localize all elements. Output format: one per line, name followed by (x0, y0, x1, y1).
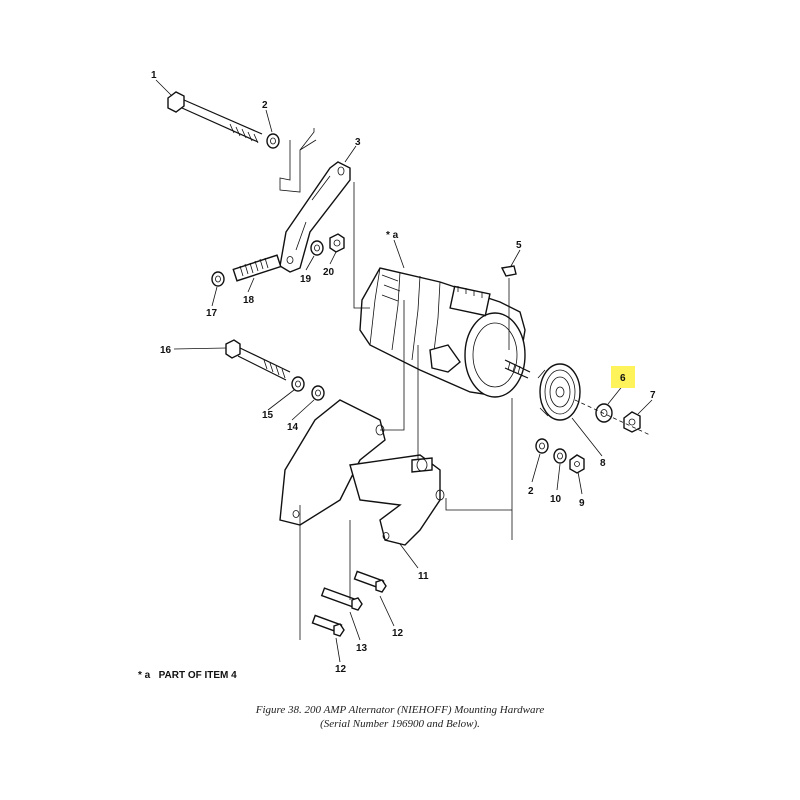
callout-12-upper: 12 (392, 628, 404, 639)
callout-3: 3 (355, 137, 361, 148)
washer-2-top (266, 133, 280, 149)
bracket-3 (279, 161, 351, 273)
callout-11: 11 (418, 571, 429, 582)
engine-mount-hint (279, 128, 317, 193)
callout-20: 20 (323, 267, 335, 278)
callout-7: 7 (650, 390, 656, 401)
callout-12-lower: 12 (335, 664, 347, 675)
bolt-13 (320, 587, 363, 611)
callout-1: 1 (151, 70, 157, 81)
callout-16: 16 (160, 345, 172, 356)
callout-2-lower: 2 (528, 486, 534, 497)
washer-15 (291, 376, 305, 392)
washer-2-lower (535, 438, 549, 454)
bolt-16 (225, 339, 291, 381)
callout-leaders (155, 79, 653, 663)
alternator (359, 267, 531, 398)
washer-14 (311, 385, 325, 401)
figure-caption: Figure 38. 200 AMP Alternator (NIEHOFF) … (200, 703, 600, 731)
washer-6 (595, 403, 613, 423)
washer-19 (310, 240, 324, 256)
callout-2-top: 2 (262, 100, 268, 111)
top-part-marker: * a (386, 230, 399, 241)
nut-20 (329, 233, 345, 253)
pulley-8 (537, 363, 581, 421)
callout-8: 8 (600, 458, 606, 469)
bolt-1 (167, 91, 263, 144)
callout-19: 19 (300, 274, 312, 285)
callout-17: 17 (206, 308, 218, 319)
callout-14: 14 (287, 422, 299, 433)
callout-6: 6 (620, 373, 626, 384)
stud-18 (232, 254, 282, 282)
washer-17 (211, 271, 225, 287)
callout-labels: 1 2 3 * a 5 6 7 8 2 10 9 11 12 13 12 14 … (151, 70, 656, 675)
callout-6-highlight (611, 366, 635, 388)
mounting-bracket-11 (279, 399, 445, 546)
callout-13: 13 (356, 643, 368, 654)
bolt-12-upper (353, 570, 387, 593)
legend-marker: * a (138, 670, 151, 681)
legend: * a PART OF ITEM 4 (138, 670, 237, 681)
legend-text: PART OF ITEM 4 (158, 670, 237, 681)
key-5 (500, 265, 517, 350)
callout-18: 18 (243, 295, 255, 306)
lockwasher-10 (553, 448, 567, 464)
nut-9 (569, 454, 585, 474)
caption-line-2: (Serial Number 196900 and Below). (320, 718, 480, 730)
callout-15: 15 (262, 410, 274, 421)
caption-line-1: Figure 38. 200 AMP Alternator (NIEHOFF) … (255, 704, 545, 716)
callout-5: 5 (516, 240, 522, 251)
bolt-12-lower (311, 614, 345, 637)
callout-9: 9 (579, 498, 585, 509)
callout-10: 10 (550, 494, 562, 505)
assembly-lines (299, 182, 513, 640)
nut-7 (623, 411, 641, 433)
